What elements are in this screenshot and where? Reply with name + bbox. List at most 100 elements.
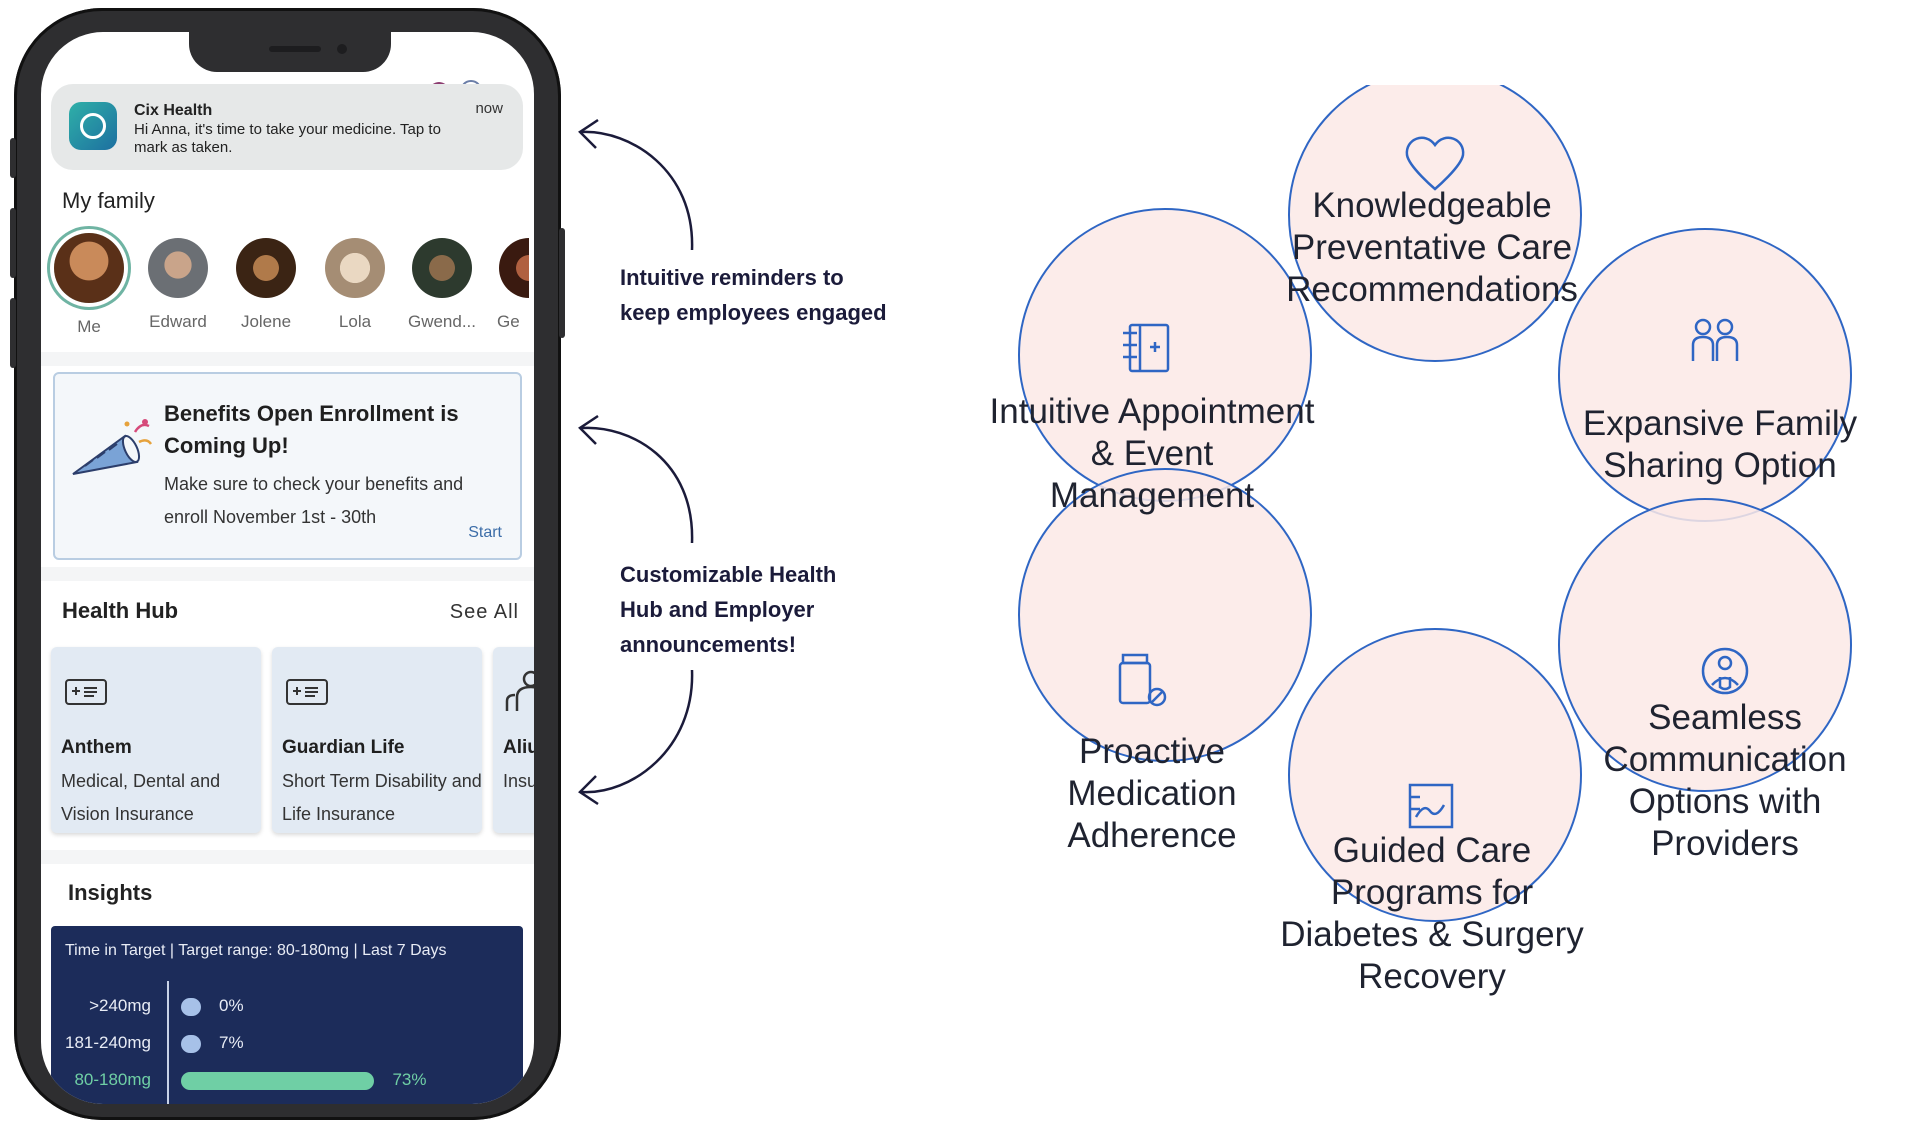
range-value: 0% xyxy=(219,996,244,1015)
chart-icon xyxy=(1408,783,1454,829)
annotation-line: Customizable Health xyxy=(620,562,837,587)
range-bar xyxy=(181,998,201,1016)
feature-line: & Event xyxy=(1090,434,1214,473)
party-horn-icon xyxy=(72,419,153,475)
feature-circle xyxy=(1288,85,1582,362)
feature-label-preventative-care: Knowledgeable Preventative Care Recommen… xyxy=(1282,185,1582,311)
hub-card-description: Medical, Dental and Vision Insurance xyxy=(61,771,221,824)
family-icon xyxy=(1691,318,1739,361)
hub-card-description: Short Term Disability and Life Insurance xyxy=(282,771,482,824)
annotation-health-hub: Customizable Health Hub and Employer ann… xyxy=(620,557,836,662)
phone-volume-up xyxy=(10,208,16,278)
benefits-enrollment-card[interactable]: Benefits Open Enrollment is Coming Up! M… xyxy=(53,372,522,560)
family-member-partial[interactable]: Ge xyxy=(489,230,529,332)
insights-axis xyxy=(167,981,169,1104)
feature-line: Intuitive Appointment xyxy=(989,392,1315,431)
range-value: 7% xyxy=(219,1033,244,1052)
feature-line: Recommendations xyxy=(1286,270,1578,309)
range-bar xyxy=(181,1035,201,1053)
phone-volume-down xyxy=(10,298,16,368)
benefits-title: Benefits Open Enrollment is Coming Up! xyxy=(164,401,459,458)
phone-screen: Cix Health now Hi Anna, it's time to tak… xyxy=(41,32,534,1104)
health-hub-card-anthem[interactable]: Anthem Medical, Dental and Vision Insura… xyxy=(51,647,261,833)
member-name: Me xyxy=(77,317,101,336)
doctor-icon xyxy=(1701,647,1749,695)
phone-side-button xyxy=(10,138,16,178)
phone-power-button xyxy=(559,228,565,338)
family-member-edward[interactable]: Edward xyxy=(138,230,218,332)
member-name: Gwend... xyxy=(407,312,477,331)
feature-label-medication: Proactive Medication Adherence xyxy=(1002,731,1302,857)
annotation-line: announcements! xyxy=(620,632,797,657)
range-label: 181-240mg xyxy=(64,1033,151,1052)
range-bar xyxy=(181,1072,375,1090)
feature-line: Guided Care xyxy=(1332,831,1532,870)
insurance-card-icon xyxy=(286,679,328,705)
section-divider xyxy=(41,567,534,581)
benefits-start-link[interactable]: Start xyxy=(468,524,502,541)
feature-circle xyxy=(1558,498,1852,792)
benefits-body: Make sure to check your benefits and enr… xyxy=(164,474,464,527)
feature-line: Communication xyxy=(1603,740,1847,779)
feature-line: Knowledgeable xyxy=(1312,186,1552,225)
family-member-gwend[interactable]: Gwend... xyxy=(402,230,482,332)
feature-line: Providers xyxy=(1651,824,1799,863)
feature-line: Seamless xyxy=(1648,698,1802,737)
feature-line: Recovery xyxy=(1358,957,1506,996)
feature-label-communication: Seamless Communication Options with Prov… xyxy=(1575,697,1875,865)
feature-ring: Knowledgeable Preventative Care Recommen… xyxy=(960,85,1920,1085)
hub-card-name: Guardian Life xyxy=(282,737,405,758)
feature-circles xyxy=(1018,85,1852,922)
calendar-book-icon xyxy=(1123,323,1170,373)
annotation-reminders: Intuitive reminders to keep employees en… xyxy=(620,260,887,330)
family-member-me[interactable]: Me xyxy=(49,230,129,337)
member-name: Edward xyxy=(149,312,207,331)
section-divider xyxy=(41,850,534,864)
hub-card-name: Anthem xyxy=(61,737,132,758)
health-hub-card-guardian[interactable]: Guardian Life Short Term Disability and … xyxy=(272,647,482,833)
insights-title: Insights xyxy=(68,880,153,905)
push-notification[interactable]: Cix Health now Hi Anna, it's time to tak… xyxy=(51,84,523,170)
family-member-jolene[interactable]: Jolene xyxy=(226,230,306,332)
hub-card-description: Insu xyxy=(503,771,534,791)
feature-line: Expansive Family xyxy=(1582,404,1858,443)
hub-card-name: Aliu xyxy=(503,737,534,758)
annotation-arrows xyxy=(578,118,694,806)
feature-circle xyxy=(1018,468,1312,762)
feature-line: Adherence xyxy=(1067,816,1237,855)
feature-label-family-sharing: Expansive Family Sharing Option xyxy=(1565,403,1875,487)
annotation-line: keep employees engaged xyxy=(620,300,887,325)
notification-time: now xyxy=(475,100,503,117)
feature-line: Sharing Option xyxy=(1603,446,1837,485)
feature-line: Proactive xyxy=(1079,732,1225,771)
phone-frame: Cix Health now Hi Anna, it's time to tak… xyxy=(10,8,565,1120)
notification-app-name: Cix Health xyxy=(134,102,213,119)
avatar xyxy=(412,238,472,298)
family-member-lola[interactable]: Lola xyxy=(315,230,395,332)
insights-panel[interactable]: Time in Target | Target range: 80-180mg … xyxy=(51,926,523,1104)
section-divider xyxy=(41,352,534,366)
feature-circle xyxy=(1288,628,1582,922)
annotation-line: Hub and Employer xyxy=(620,597,815,622)
annotation-line: Intuitive reminders to xyxy=(620,265,844,290)
pill-bottle-icon xyxy=(1118,653,1167,707)
feature-line: Diabetes & Surgery xyxy=(1280,915,1584,954)
health-hub-card-partial[interactable]: Aliu Insu xyxy=(493,647,534,833)
feature-line: Programs for xyxy=(1330,873,1534,912)
insights-header: Time in Target | Target range: 80-180mg … xyxy=(65,942,447,959)
feature-label-guided-care: Guided Care Programs for Diabetes & Surg… xyxy=(1262,830,1602,998)
avatar xyxy=(499,238,529,298)
member-name: Jolene xyxy=(240,312,292,331)
member-name: Lola xyxy=(338,312,372,331)
range-label: >240mg xyxy=(89,996,151,1015)
health-hub-title: Health Hub xyxy=(62,598,179,623)
see-all-link[interactable]: See All xyxy=(449,601,519,623)
avatar xyxy=(148,238,208,298)
range-value: 73% xyxy=(392,1070,427,1089)
feature-line: Management xyxy=(1049,476,1255,515)
heart-icon xyxy=(1405,136,1465,191)
insurance-card-icon xyxy=(65,679,107,705)
feature-line: Preventative Care xyxy=(1291,228,1573,267)
range-label: 80-180mg xyxy=(74,1070,151,1089)
family-row: Me Edward Jolene Lola Gwend... Ge xyxy=(49,230,534,340)
